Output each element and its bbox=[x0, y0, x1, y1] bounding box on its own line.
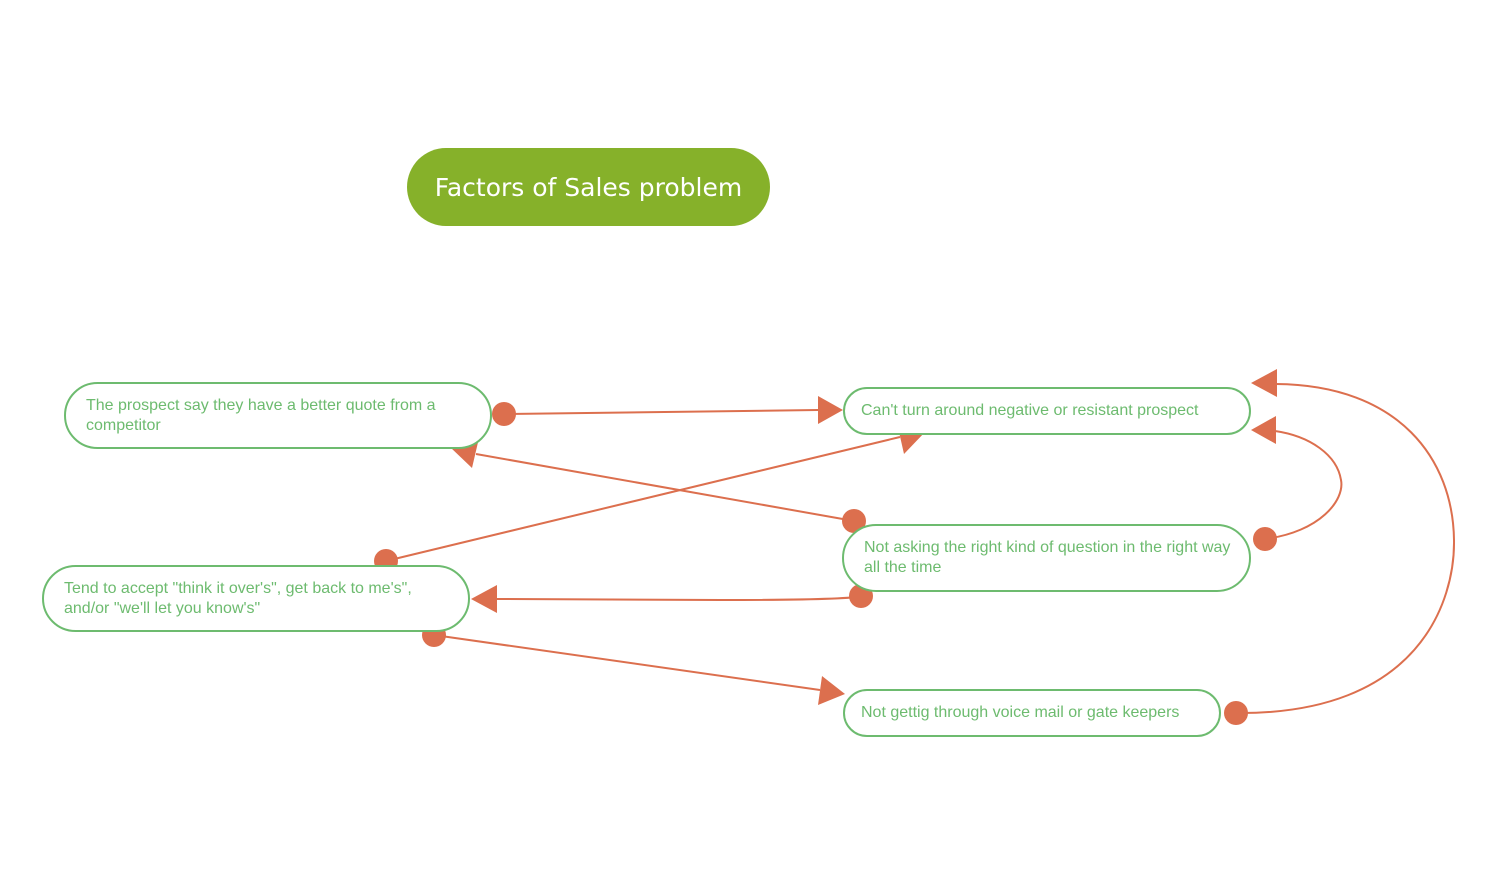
node-not-asking-right-question[interactable]: Not asking the right kind of question in… bbox=[842, 524, 1251, 592]
edge-start-dot bbox=[492, 402, 516, 426]
arrowhead bbox=[818, 676, 845, 705]
arrowhead bbox=[471, 585, 497, 613]
arrowhead bbox=[818, 396, 843, 424]
node-label: Tend to accept "think it over's", get ba… bbox=[64, 579, 412, 617]
node-label: Can't turn around negative or resistant … bbox=[861, 402, 1199, 419]
arrowhead bbox=[1251, 416, 1276, 444]
edge-n1-to-n2[interactable] bbox=[492, 396, 843, 426]
node-label: Not asking the right kind of question in… bbox=[864, 539, 1231, 576]
node-label: The prospect say they have a better quot… bbox=[86, 396, 436, 434]
edge-n5-to-n2[interactable] bbox=[1224, 369, 1456, 725]
edge-start-dot bbox=[1253, 527, 1277, 551]
diagram-title: Factors of Sales problem bbox=[434, 172, 743, 202]
edge-n4-to-n5[interactable] bbox=[422, 623, 845, 705]
node-cant-turn-around[interactable]: Can't turn around negative or resistant … bbox=[843, 387, 1251, 435]
edge-n3-to-n4[interactable] bbox=[471, 584, 873, 613]
edge-start-dot bbox=[1224, 701, 1248, 725]
node-accept-think-it-over[interactable]: Tend to accept "think it over's", get ba… bbox=[42, 565, 470, 632]
node-voice-mail-gatekeepers[interactable]: Not gettig through voice mail or gate ke… bbox=[843, 689, 1221, 737]
node-better-quote[interactable]: The prospect say they have a better quot… bbox=[64, 382, 492, 449]
edge-n3-to-n2[interactable] bbox=[1251, 416, 1343, 551]
node-label: Not gettig through voice mail or gate ke… bbox=[861, 704, 1180, 721]
diagram-title-node[interactable]: Factors of Sales problem bbox=[407, 148, 770, 226]
edge-n3-to-n1[interactable] bbox=[450, 438, 866, 533]
arrowhead bbox=[1251, 369, 1277, 397]
